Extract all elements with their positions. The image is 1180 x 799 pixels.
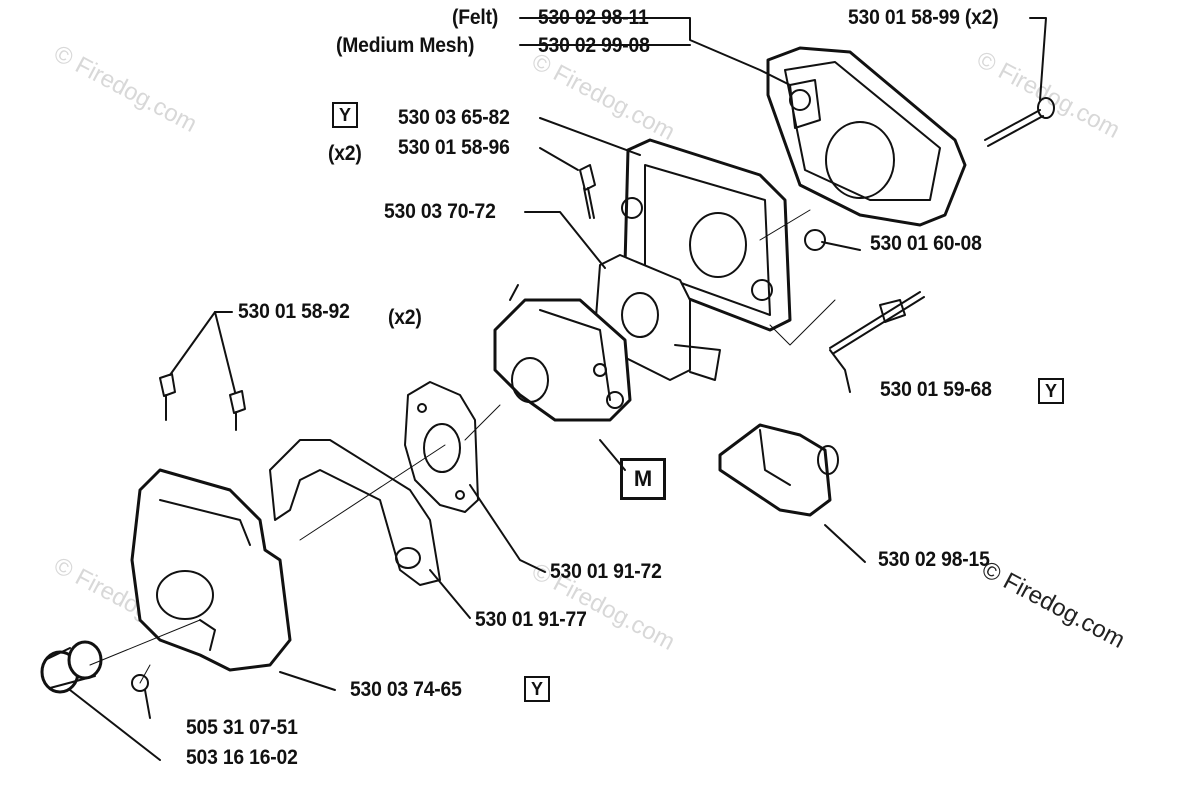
bracket-530-01-91-77: [269, 439, 441, 586]
stud-530-01-59-68: [829, 291, 925, 354]
label-part: 530 01 91-72: [550, 560, 662, 583]
label-part: 505 31 07-51: [186, 716, 298, 739]
label-felt: (Felt): [452, 6, 499, 29]
nut-530-01-60-08: [804, 229, 826, 251]
label-part: 530 01 58-96: [398, 136, 510, 159]
carburetor: [493, 284, 632, 422]
label-part: 530 02 99-08: [538, 34, 650, 57]
label-part: 530 02 98-11: [538, 6, 649, 29]
air-filter-cover: [766, 46, 967, 227]
label-part: 503 16 16-02: [186, 746, 298, 769]
label-part: 530 01 58-92: [238, 300, 350, 323]
label-part: 530 03 70-72: [384, 200, 496, 223]
label-medium-mesh: (Medium Mesh): [336, 34, 475, 57]
label-part: 530 01 60-08: [870, 232, 982, 255]
kit-badge-y: Y: [1038, 378, 1064, 404]
screw-530-01-58-96: [579, 164, 596, 219]
kit-badge-m: M: [620, 458, 666, 500]
label-part: 530 03 65-82: [398, 106, 510, 129]
label-quantity: (x2): [388, 306, 422, 329]
screw-530-01-58-99: [984, 97, 1055, 147]
screw-530-01-58-92: [159, 373, 246, 431]
nut-505-31-07-51: [131, 674, 149, 692]
label-quantity: (x2): [328, 142, 362, 165]
carburetor-housing-530-03-74-65: [130, 468, 292, 672]
label-part: 530 01 59-68: [880, 378, 992, 401]
guide-530-02-98-15: [718, 423, 839, 517]
label-part: 530 03 74-65: [350, 678, 462, 701]
label-part: 530 01 58-99 (x2): [848, 6, 999, 29]
grommet-503-16-16-02: [40, 640, 103, 694]
kit-badge-y: Y: [524, 676, 550, 702]
label-part: 530 01 91-77: [475, 608, 587, 631]
kit-badge-y: Y: [332, 102, 358, 128]
label-part: 530 02 98-15: [878, 548, 990, 571]
